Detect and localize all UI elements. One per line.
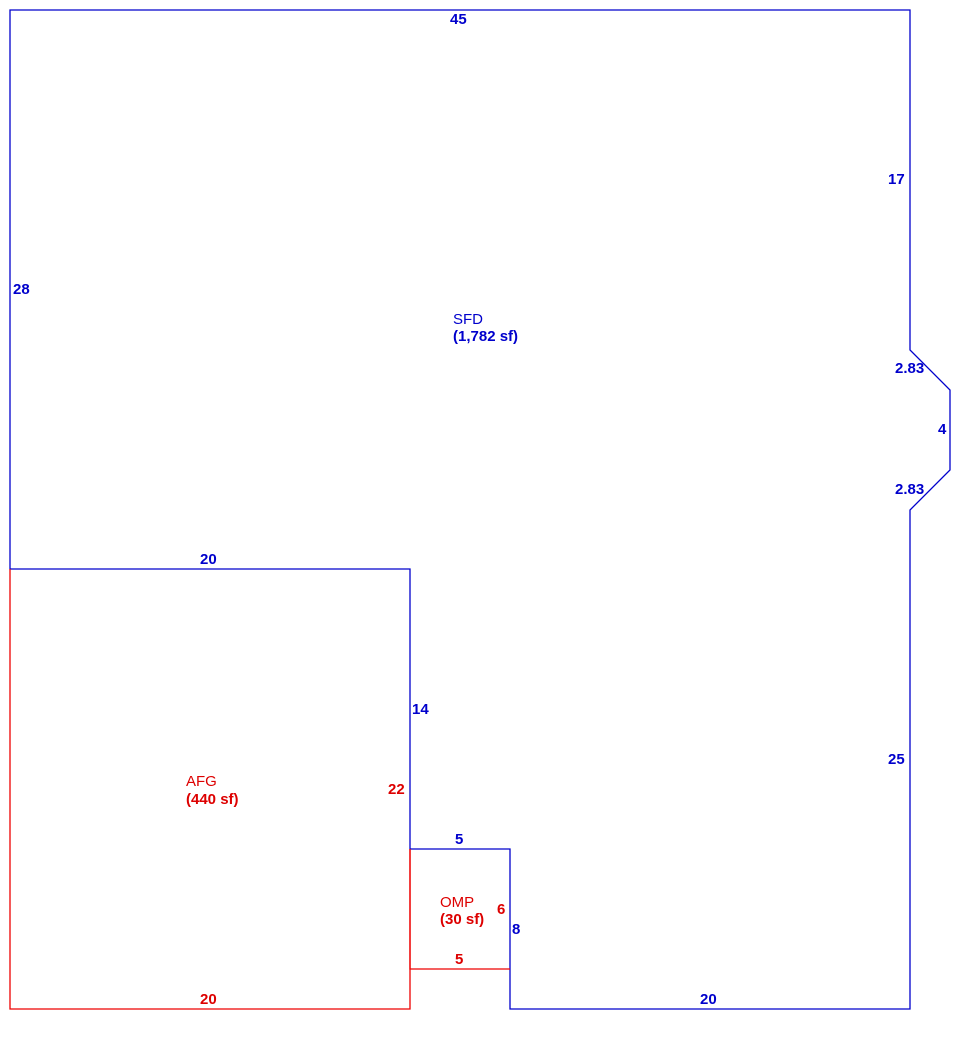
dim-sfd-bottom: 20 [700,991,717,1008]
dim-sfd-garage-top: 20 [200,551,217,568]
sfd-name-label: SFD [453,311,483,328]
dim-sfd-bay-upper: 2.83 [895,360,924,377]
omp-name-label: OMP [440,894,474,911]
sfd-area-label: (1,782 sf) [453,328,518,345]
dim-afg-right: 22 [388,781,405,798]
dim-sfd-step: 8 [512,921,520,938]
dim-sfd-bay-front: 4 [938,421,947,438]
dim-sfd-top: 45 [450,11,467,28]
dim-sfd-left: 28 [13,281,30,298]
dim-omp-right: 6 [497,901,505,918]
dim-sfd-notch-top: 5 [455,831,463,848]
afg-area-label: (440 sf) [186,791,239,808]
afg-name-label: AFG [186,773,217,790]
dim-sfd-right-lower: 25 [888,751,905,768]
omp-outline [409,849,510,970]
dim-sfd-inner: 14 [412,701,429,718]
omp-area-label: (30 sf) [440,911,484,928]
dim-afg-bottom: 20 [200,991,217,1008]
sfd-outline [9,9,951,1010]
dim-sfd-bay-lower: 2.83 [895,481,924,498]
dim-omp-bottom: 5 [455,951,463,968]
dim-sfd-right-upper: 17 [888,171,905,188]
